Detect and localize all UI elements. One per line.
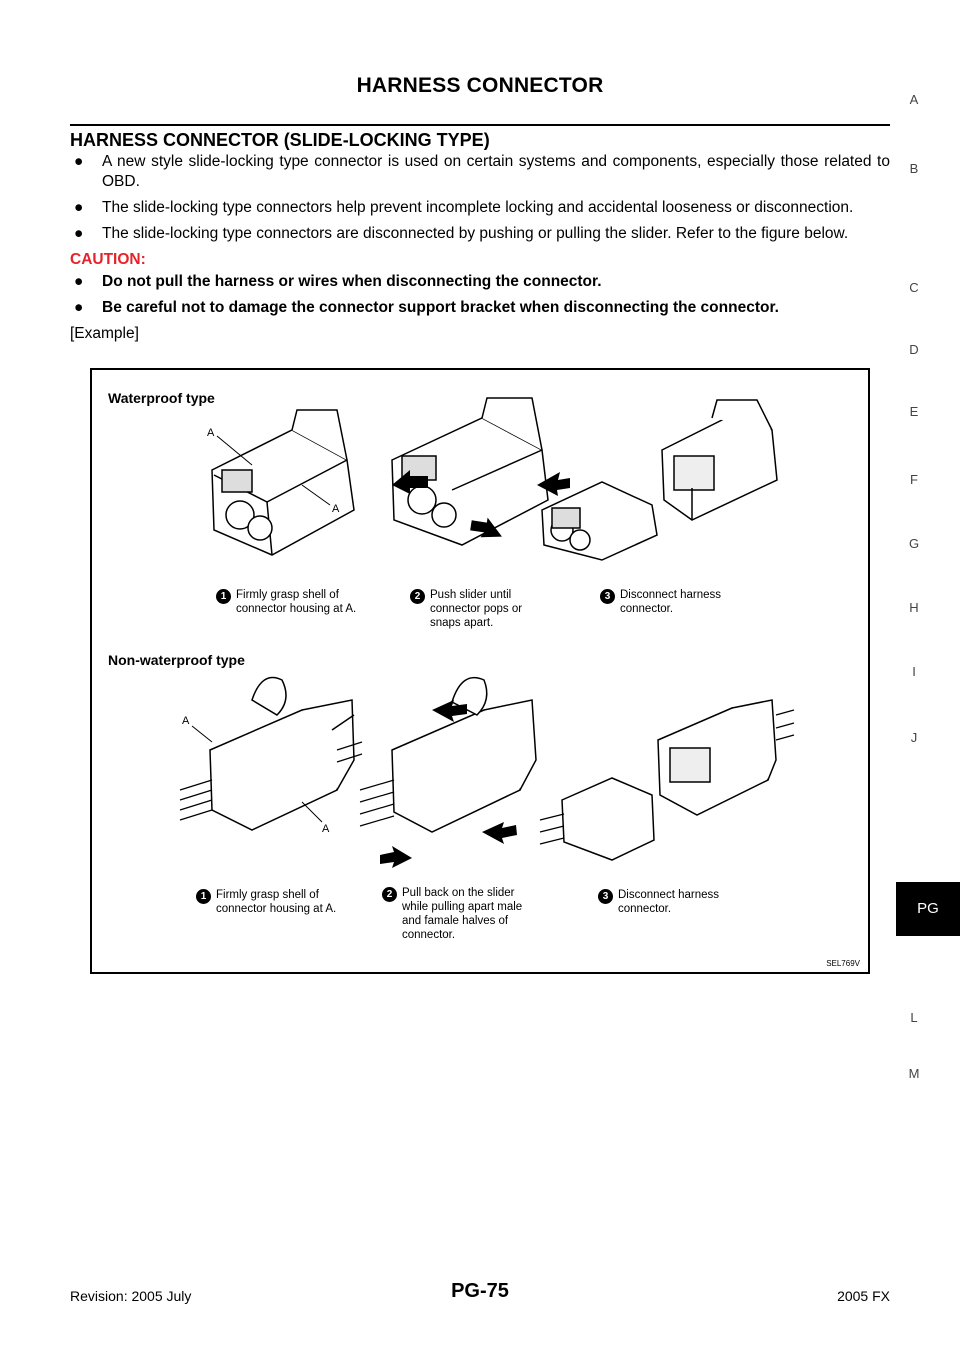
non-waterproof-connector-step3a <box>539 777 655 861</box>
index-letter-a[interactable]: A <box>909 92 919 107</box>
footer-revision: Revision: 2005 July <box>70 1288 192 1304</box>
non-waterproof-step-2: 2 Pull back on the slider while pulling … <box>382 886 532 942</box>
bullet-icon: ● <box>74 225 84 242</box>
waterproof-connector-step3b <box>661 399 778 521</box>
label-a: A <box>207 427 215 439</box>
non-waterproof-connector-step3b <box>657 699 795 816</box>
index-letter-b[interactable]: B <box>909 161 919 176</box>
index-letter-e[interactable]: E <box>909 404 919 419</box>
bullet-item: ● The slide-locking type connectors are … <box>70 224 890 244</box>
waterproof-connector-step3a <box>541 481 658 561</box>
example-label: [Example] <box>70 325 139 342</box>
index-letter-l[interactable]: L <box>910 1010 918 1025</box>
figure-id: SEL769V <box>826 959 860 968</box>
index-letter-m[interactable]: M <box>908 1066 920 1081</box>
caution-item: ● Be careful not to damage the connector… <box>70 298 890 318</box>
caution-label: CAUTION: <box>70 251 146 268</box>
index-letter-h[interactable]: H <box>909 600 919 615</box>
footer-model: 2005 FX <box>837 1288 890 1304</box>
label-a: A <box>322 823 330 835</box>
connector-figure: Waterproof type A A <box>90 368 870 974</box>
waterproof-connector-step1 <box>211 409 355 556</box>
non-waterproof-title: Non-waterproof type <box>108 652 245 668</box>
index-tab-active[interactable]: PG <box>896 882 960 936</box>
bullet-item: ● The slide-locking type connectors help… <box>70 198 890 218</box>
index-letter-d[interactable]: D <box>909 342 919 357</box>
bullet-item: ● A new style slide-locking type connect… <box>70 152 890 192</box>
waterproof-step-2: 2 Push slider until connector pops or sn… <box>410 588 550 630</box>
index-letter-g[interactable]: G <box>908 536 920 551</box>
body-text: ● A new style slide-locking type connect… <box>70 152 890 344</box>
waterproof-illustration: A A <box>179 397 795 868</box>
page-title: HARNESS CONNECTOR <box>356 74 604 97</box>
bullet-icon: ● <box>74 199 84 216</box>
index-letter-c[interactable]: C <box>909 280 919 295</box>
label-a: A <box>332 503 340 515</box>
non-waterproof-step-3: 3 Disconnect harness connector. <box>598 888 758 916</box>
waterproof-step-3: 3 Disconnect harness connector. <box>600 588 760 616</box>
non-waterproof-step-1: 1 Firmly grasp shell of connector housin… <box>196 888 346 916</box>
label-a: A <box>182 715 190 727</box>
index-letter-i[interactable]: I <box>912 664 916 679</box>
bullet-icon: ● <box>74 273 84 290</box>
waterproof-connector-step2 <box>391 397 549 546</box>
non-waterproof-connector-step1 <box>179 676 363 831</box>
waterproof-title: Waterproof type <box>108 390 215 406</box>
non-waterproof-connector-step2 <box>359 676 537 833</box>
section-index: A B C D E F G H I J L M <box>900 0 960 1358</box>
index-letter-j[interactable]: J <box>910 730 918 745</box>
section-heading: HARNESS CONNECTOR (SLIDE-LOCKING TYPE) <box>70 124 890 151</box>
page-number: PG-75 <box>451 1280 509 1302</box>
waterproof-step-1: 1 Firmly grasp shell of connector housin… <box>216 588 366 616</box>
bullet-icon: ● <box>74 153 84 170</box>
index-letter-f[interactable]: F <box>910 472 918 487</box>
caution-item: ● Do not pull the harness or wires when … <box>70 272 890 292</box>
bullet-icon: ● <box>74 299 84 316</box>
